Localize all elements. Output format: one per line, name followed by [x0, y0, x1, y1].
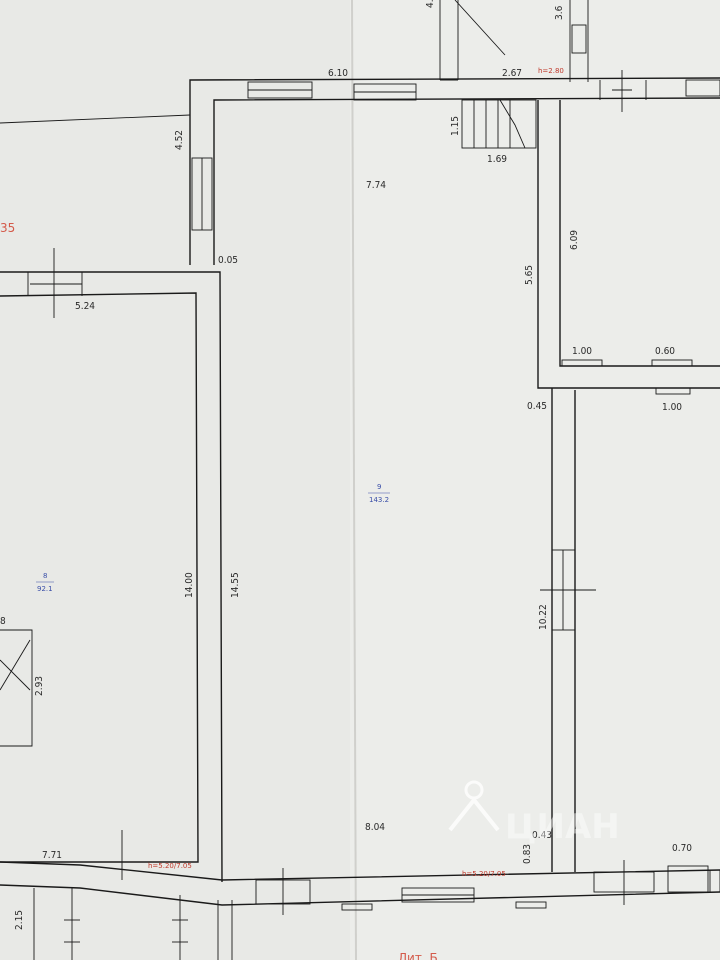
paper-left-sheet	[0, 0, 350, 960]
dim-right-room-door-b: 0.60	[655, 346, 675, 357]
watermark: ЦИАН	[448, 780, 620, 847]
dim-top-left-stub: 4.0	[425, 0, 436, 8]
dim-top-right-stub: 3.6	[554, 5, 565, 20]
dim-right-gap: 0.45	[527, 401, 547, 412]
dim-left-room-width: 5.24	[75, 301, 95, 312]
room8-number: 8	[43, 572, 47, 580]
dim-right-room-wall: 5.65	[524, 265, 535, 285]
dim-right-room-height: 6.09	[569, 230, 580, 250]
dim-bottom-left-stub: 2.15	[14, 910, 25, 930]
dim-bottom-right-c: 0.70	[672, 843, 692, 854]
note-bottom-center-height: h=5.20/7.05	[462, 870, 506, 878]
dim-bottom-left-width: 7.71	[42, 850, 62, 861]
dim-top-corridor: 2.67	[502, 68, 522, 79]
room8-area: 92.1	[37, 585, 53, 593]
lit-fragment-left: 35	[0, 221, 15, 235]
left-room	[0, 248, 223, 883]
stair	[461, 99, 537, 149]
dim-bottom-right-a: 0.43	[532, 830, 552, 841]
watermark-roof-icon	[448, 796, 500, 832]
dim-small-room-height: 2.93	[34, 676, 45, 696]
note-corridor-height: h=2.80	[538, 67, 564, 75]
dim-left-edge-fragment: 8	[0, 616, 6, 627]
watermark-text: ЦИАН	[505, 807, 620, 847]
room9-number: 9	[377, 483, 381, 491]
dim-bottom-right-b: 0.83	[522, 844, 533, 864]
dim-main-height: 14.55	[230, 572, 241, 598]
dim-right-lower-height: 10.22	[538, 604, 549, 630]
dim-left-vertical-top: 4.52	[174, 130, 185, 150]
dim-top-wall: 6.10	[328, 68, 348, 79]
right-upper-room	[537, 100, 720, 395]
dim-left-room-height: 14.00	[184, 572, 195, 598]
dim-main-top-width: 7.74	[366, 180, 386, 191]
top-walls	[0, 0, 720, 265]
dim-right-room-bottom: 1.00	[662, 402, 682, 413]
dim-gap-small: 0.05	[218, 255, 238, 266]
dim-bottom-main-width: 8.04	[365, 822, 385, 833]
dim-right-room-door-a: 1.00	[572, 346, 592, 357]
lit-label: Лит. Б	[398, 951, 438, 960]
room9-area: 143.2	[369, 496, 389, 504]
dim-stair-width: 1.69	[487, 154, 507, 165]
note-bottom-left-height: h=5.20/7.05	[148, 862, 192, 870]
paper-fold	[351, 0, 357, 960]
dim-stair-height: 1.15	[450, 116, 461, 136]
bottom-walls	[0, 830, 720, 960]
main-room-walls	[540, 388, 596, 872]
